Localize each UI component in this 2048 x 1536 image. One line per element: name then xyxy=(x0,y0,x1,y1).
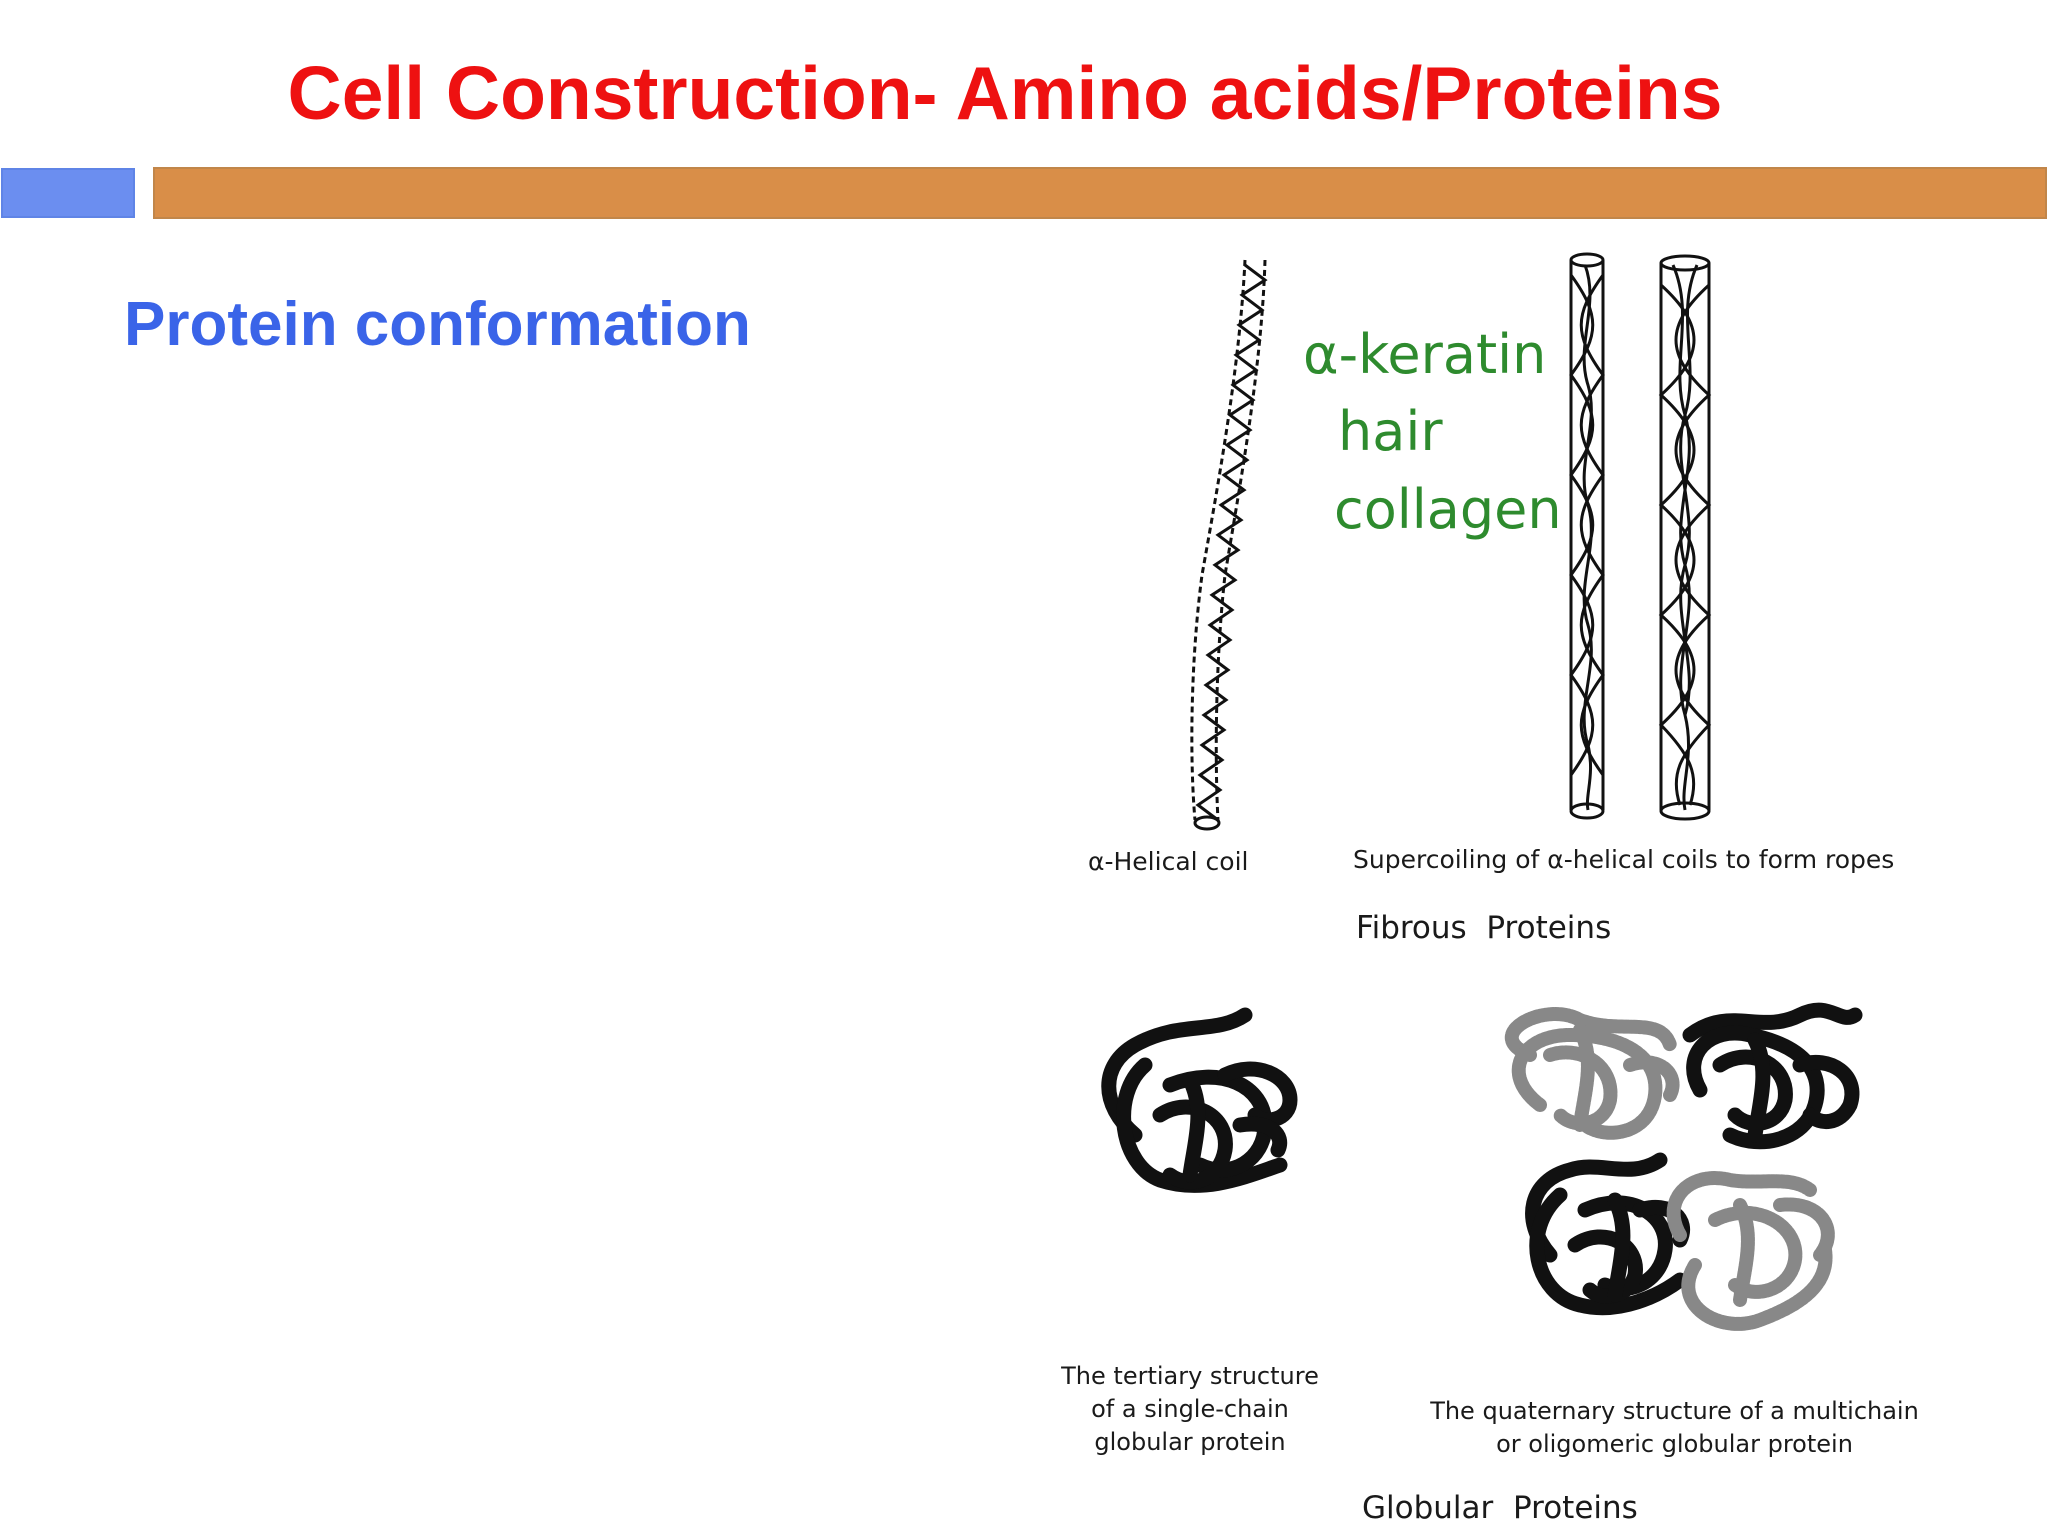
caption-tertiary-structure: The tertiary structure of a single-chain… xyxy=(1040,1360,1340,1459)
caption-quaternary-structure: The quaternary structure of a multichain… xyxy=(1412,1395,1937,1461)
caption-supercoiling: Supercoiling of α-helical coils to form … xyxy=(1353,845,1895,874)
quaternary-subunit-drawing xyxy=(1525,1152,1691,1316)
quaternary-subunit-drawing xyxy=(1682,1002,1863,1150)
title-accent-block xyxy=(1,168,135,218)
overlay-label-collagen: collagen xyxy=(1334,478,1562,541)
title-divider-bar xyxy=(153,167,2047,219)
supercoil-rope-drawing xyxy=(1569,252,1605,820)
caption-line: globular protein xyxy=(1094,1428,1286,1456)
slide-title: Cell Construction- Amino acids/Proteins xyxy=(287,51,1723,135)
overlay-label-hair: hair xyxy=(1338,400,1443,463)
supercoil-rope-drawing xyxy=(1658,254,1712,821)
caption-line: The quaternary structure of a multichain xyxy=(1430,1397,1919,1425)
overlay-label-alpha-keratin: α-keratin xyxy=(1303,323,1547,386)
protein-figure-drawings xyxy=(1101,252,1863,1331)
protein-structure-figure: α-keratin hair collagen α-Helical coil S… xyxy=(1040,245,2040,1535)
tertiary-protein-drawing xyxy=(1101,1007,1298,1193)
label-fibrous-proteins: Fibrous Proteins xyxy=(1356,910,1612,946)
quaternary-subunit-drawing xyxy=(1504,1007,1680,1140)
caption-line: The tertiary structure xyxy=(1061,1362,1319,1390)
caption-line: of a single-chain xyxy=(1091,1395,1289,1423)
section-subtitle: Protein conformation xyxy=(124,290,751,359)
caption-line: or oligomeric globular protein xyxy=(1496,1430,1853,1458)
quaternary-subunit-drawing xyxy=(1666,1171,1835,1331)
caption-alpha-helical-coil: α-Helical coil xyxy=(1088,847,1249,876)
label-globular-proteins: Globular Proteins xyxy=(1362,1490,1638,1526)
alpha-helix-coil-drawing xyxy=(1190,259,1268,831)
